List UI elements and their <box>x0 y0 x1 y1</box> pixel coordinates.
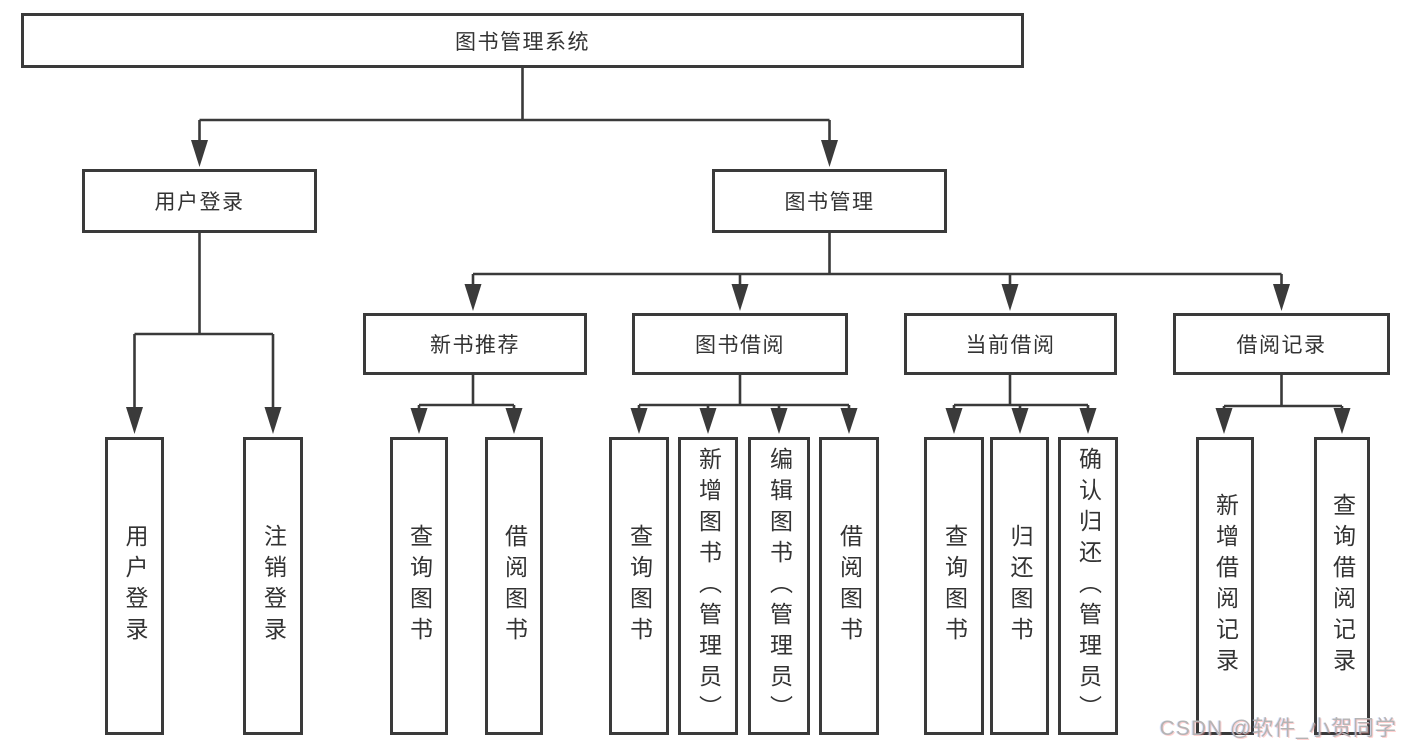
node-book-borrow: 图书借阅 <box>632 313 848 375</box>
node-borrow-records-label: 借阅记录 <box>1236 334 1327 357</box>
node-library-system-label: 图书管理系统 <box>455 30 590 54</box>
leaf-edit-books-admin-label: 编辑图书（管理员） <box>766 446 793 726</box>
leaf-add-borrow-record: 新增借阅记录 <box>1196 437 1254 735</box>
leaf-user-login: 用户登录 <box>105 437 164 735</box>
node-new-book-recommend: 新书推荐 <box>363 313 587 375</box>
leaf-logout-login-label: 注销登录 <box>260 524 287 648</box>
leaf-query-books-borrow: 查询图书 <box>609 437 669 735</box>
node-new-book-recommend-label: 新书推荐 <box>430 334 520 357</box>
node-current-borrow: 当前借阅 <box>904 313 1117 375</box>
node-library-system: 图书管理系统 <box>21 13 1024 68</box>
leaf-confirm-return-admin: 确认归还（管理员） <box>1058 437 1118 735</box>
leaf-logout-login: 注销登录 <box>243 437 303 735</box>
leaf-borrow-books-recommend-label: 借阅图书 <box>501 524 528 648</box>
node-book-borrow-label: 图书借阅 <box>695 334 785 357</box>
leaf-add-borrow-record-label: 新增借阅记录 <box>1212 493 1239 679</box>
leaf-edit-books-admin: 编辑图书（管理员） <box>748 437 810 735</box>
leaf-query-borrow-record: 查询借阅记录 <box>1314 437 1370 735</box>
node-user-login: 用户登录 <box>82 169 317 233</box>
leaf-add-books-admin-label: 新增图书（管理员） <box>695 446 722 726</box>
leaf-query-books-recommend: 查询图书 <box>390 437 448 735</box>
leaf-return-books: 归还图书 <box>990 437 1049 735</box>
node-borrow-records: 借阅记录 <box>1173 313 1390 375</box>
leaf-add-books-admin: 新增图书（管理员） <box>678 437 738 735</box>
node-book-management: 图书管理 <box>712 169 947 233</box>
leaf-query-books-recommend-label: 查询图书 <box>406 524 433 648</box>
leaf-query-borrow-record-label: 查询借阅记录 <box>1329 493 1356 679</box>
leaf-confirm-return-admin-label: 确认归还（管理员） <box>1075 446 1102 726</box>
node-current-borrow-label: 当前借阅 <box>965 334 1056 357</box>
leaf-query-books-current-label: 查询图书 <box>941 524 968 648</box>
leaf-user-login-label: 用户登录 <box>122 524 148 648</box>
leaf-borrow-books: 借阅图书 <box>819 437 879 735</box>
leaf-query-books-current: 查询图书 <box>924 437 984 735</box>
leaf-borrow-books-recommend: 借阅图书 <box>485 437 543 735</box>
node-user-login-label: 用户登录 <box>154 191 245 214</box>
node-book-management-label: 图书管理 <box>784 191 875 214</box>
leaf-query-books-borrow-label: 查询图书 <box>626 524 653 648</box>
leaf-borrow-books-label: 借阅图书 <box>836 524 863 648</box>
leaf-return-books-label: 归还图书 <box>1007 524 1033 648</box>
